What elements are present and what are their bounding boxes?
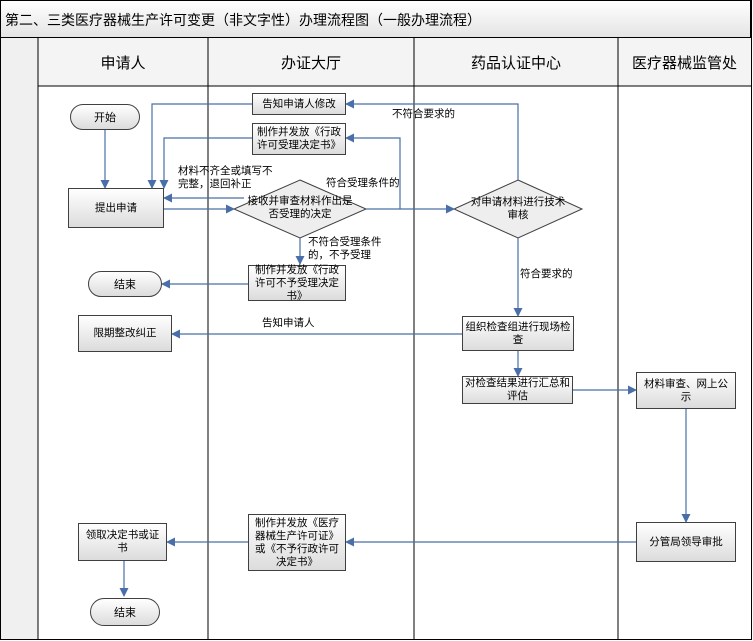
lane-header-supervision-dept: 医疗器械监管处	[631, 53, 737, 72]
left-margin	[1, 38, 38, 639]
end-node-2: 结束	[90, 598, 160, 626]
label-not-meet: 不符合要求的	[392, 108, 455, 120]
notify-modify-box: 告知申请人修改	[252, 93, 346, 115]
label-incomplete: 材料不齐全或填写不完整，退回补正	[178, 165, 273, 190]
title-bar: 第二、三类医疗器械生产许可变更（非文字性）办理流程图（一般办理流程）	[0, 0, 751, 38]
leader-approval-box: 分管局领导审批	[636, 522, 736, 562]
submit-application-box: 提出申请	[68, 188, 164, 228]
onsite-inspection-box: 组织检查组进行现场检查	[462, 316, 574, 351]
label-notify-applicant: 告知申请人	[262, 317, 315, 329]
summary-evaluation-box: 对检查结果进行汇总和评估	[462, 376, 573, 404]
issue-license-box: 制作并发放《医疗器械生产许可证》或《不予行政许可决定书》	[248, 514, 346, 571]
lane-header-applicant: 申请人	[100, 53, 146, 72]
rectify-box: 限期整改纠正	[78, 315, 172, 352]
arrow-to-accept-book	[345, 133, 401, 209]
start-node: 开始	[70, 104, 140, 130]
page-title: 第二、三类医疗器械生产许可变更（非文字性）办理流程图（一般办理流程）	[5, 13, 481, 29]
arrow-not-meet	[345, 99, 519, 180]
tech-review-text: 对申请材料进行技术审核	[470, 196, 566, 221]
lane-header-service-hall: 办证大厅	[280, 53, 341, 72]
review-decision-text: 接收并审查材料作出是否受理的决定	[247, 195, 353, 220]
end-node-1: 结束	[88, 271, 162, 297]
label-meet-accept: 符合受理条件的	[326, 177, 400, 189]
header-band	[38, 38, 751, 86]
label-not-accept: 不符合受理条件的，不予受理	[308, 236, 382, 261]
arrow-accept-book-to-submit	[159, 137, 252, 189]
lane-header-certification-center: 药品认证中心	[470, 53, 561, 72]
public-review-box: 材料审查、网上公示	[636, 372, 736, 409]
arrow-modify-to-submit	[147, 103, 252, 189]
label-meet: 符合要求的	[520, 268, 573, 280]
issue-acceptance-box: 制作并发放《行政许可受理决定书》	[252, 123, 346, 155]
issue-rejection-box: 制作并发放《行政许可不予受理决定书》	[248, 264, 346, 302]
collect-certificate-box: 领取决定书或证书	[78, 523, 167, 561]
